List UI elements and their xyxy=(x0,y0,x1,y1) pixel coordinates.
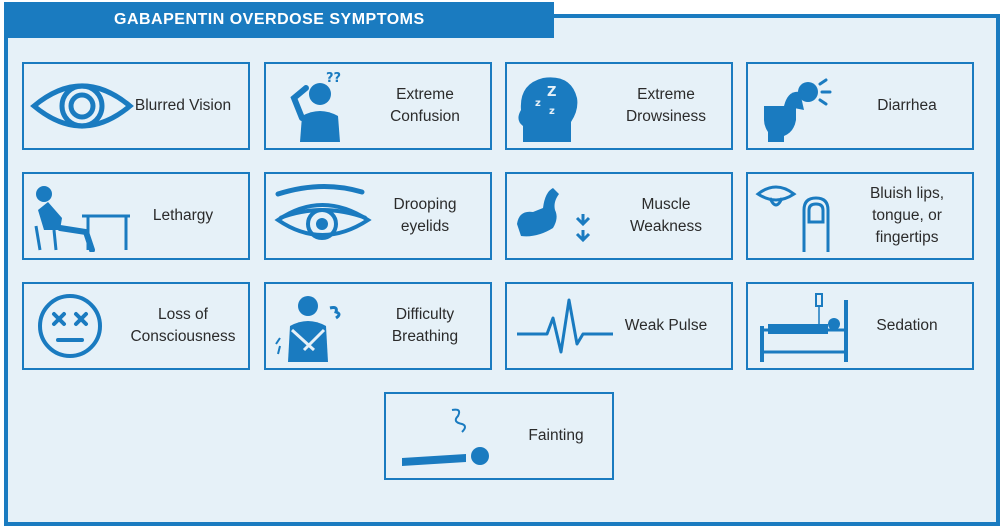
symptom-label: Lethargy xyxy=(152,207,214,225)
symptom-label: Weak Pulse xyxy=(624,317,708,335)
symptom-card-weak-pulse: Weak Pulse xyxy=(505,282,733,370)
svg-text:Z: Z xyxy=(547,85,556,100)
pulse-line-icon xyxy=(517,298,613,354)
svg-text:z: z xyxy=(535,98,541,109)
symptom-label: Diarrhea xyxy=(877,97,937,115)
breathing-person-icon xyxy=(275,296,341,362)
symptom-card-sedation: Sedation xyxy=(746,282,974,370)
knocked-out-face-icon xyxy=(38,294,102,358)
weak-arm-icon xyxy=(517,188,591,243)
fainted-person-icon xyxy=(402,408,489,466)
svg-text:??: ?? xyxy=(326,71,341,86)
hospital-bed-icon xyxy=(760,293,848,362)
toilet-person-icon xyxy=(764,78,832,142)
sleepy-head-icon: Z z z xyxy=(518,77,578,142)
symptom-label: Blurred Vision xyxy=(134,97,232,115)
symptom-card-lethargy: Lethargy xyxy=(22,172,250,260)
eye-icon xyxy=(30,83,134,129)
symptom-card-blurred-vision: Blurred Vision xyxy=(22,62,250,150)
symptom-card-fainting: Fainting xyxy=(384,392,614,480)
lips-finger-icon xyxy=(755,185,830,252)
svg-text:z: z xyxy=(549,106,555,117)
page-title: GABAPENTIN OVERDOSE SYMPTOMS xyxy=(4,2,554,38)
symptom-label: Sedation xyxy=(876,317,938,335)
slumped-at-desk-icon xyxy=(34,186,130,252)
symptom-label: Fainting xyxy=(528,427,584,445)
symptom-card-diarrhea: Diarrhea xyxy=(746,62,974,150)
drooping-eye-icon xyxy=(274,184,372,240)
confused-person-icon: ?? xyxy=(290,71,341,142)
